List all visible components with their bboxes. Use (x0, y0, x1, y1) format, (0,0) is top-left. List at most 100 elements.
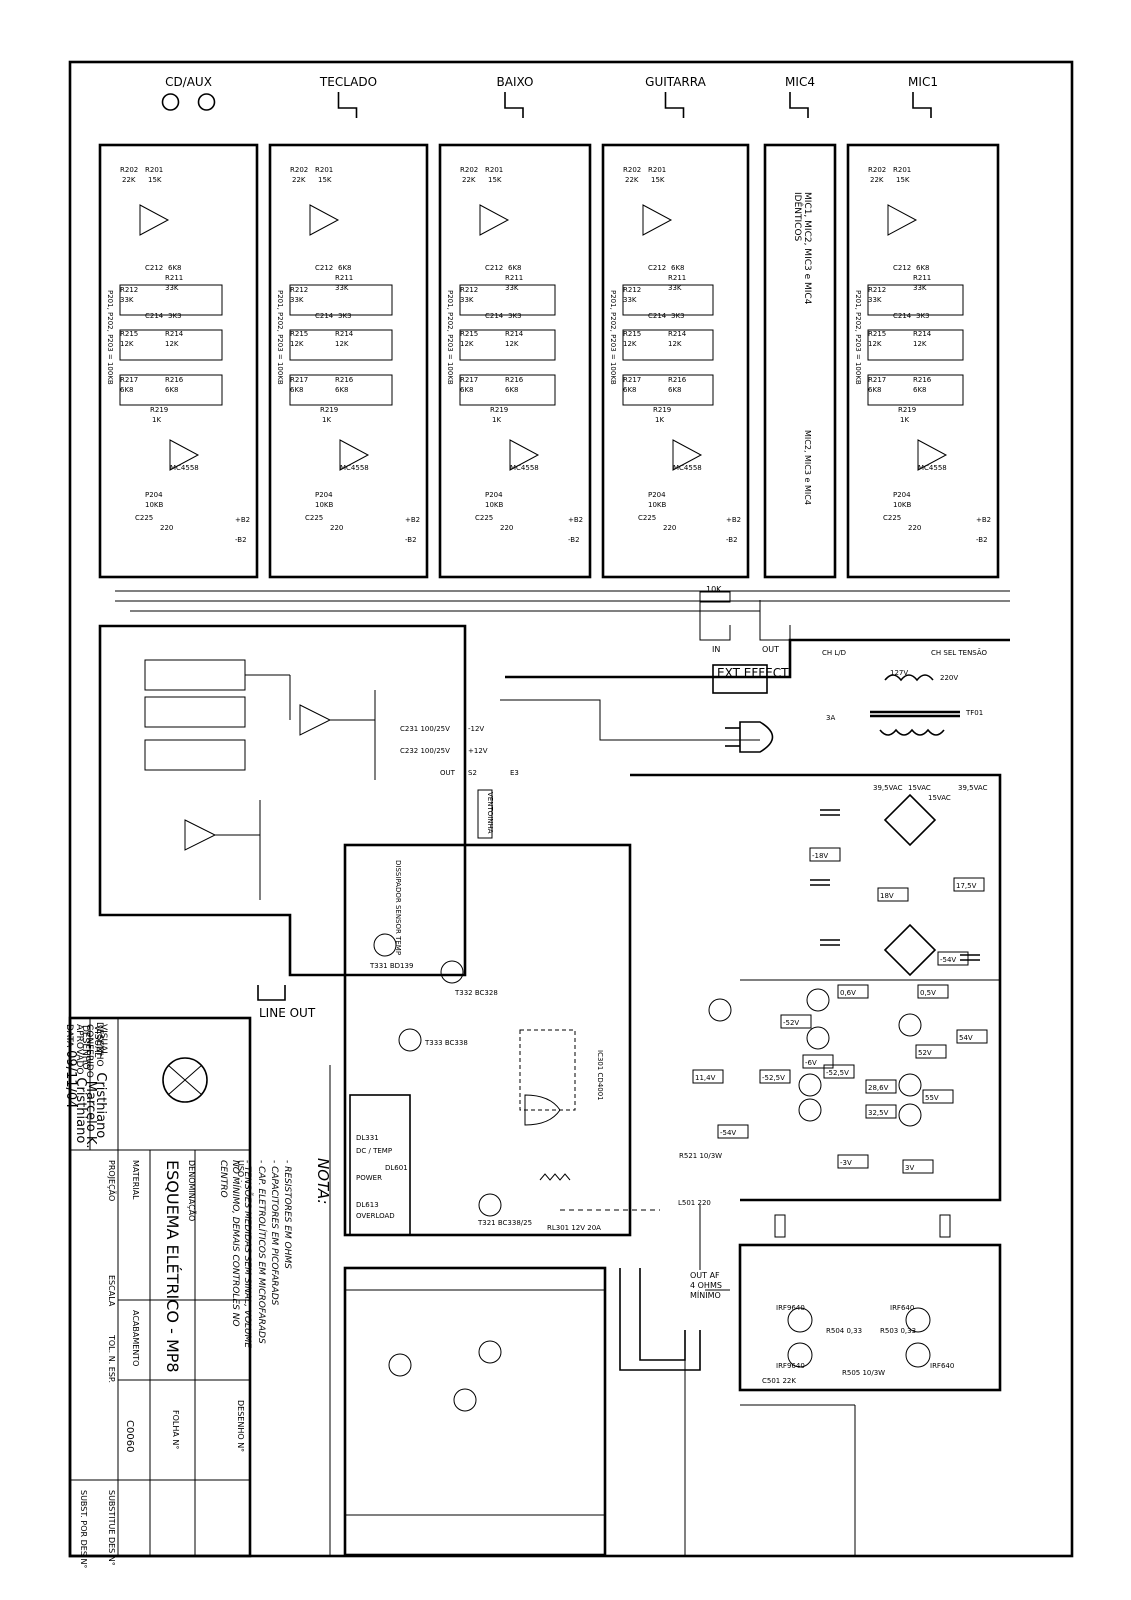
component-label: P204 (648, 491, 666, 499)
component-label: 1K (152, 416, 161, 424)
component-label: 10KB (145, 501, 163, 509)
t333-label: T333 BC338 (424, 1039, 468, 1047)
vac3-label: 15VAC (928, 794, 951, 802)
jack-connector (664, 92, 685, 118)
voltage-marker: -54V (940, 956, 956, 964)
component-label: 1K (900, 416, 909, 424)
tone-stack-section (867, 374, 964, 406)
pots-note: P201, P202, P203 = 100KB (446, 290, 454, 385)
voltage-marker-box (802, 1054, 834, 1069)
component-label: 15K (318, 176, 332, 184)
component-label: R202 (120, 166, 138, 174)
component-label: 33K (913, 284, 927, 292)
dl613-label: DL613 (356, 1201, 379, 1209)
voltage-marker-box (837, 984, 869, 999)
component-label: R214 (335, 330, 354, 338)
component-label: 12K (335, 340, 349, 348)
opamp-symbol (139, 204, 170, 236)
component-label: R216 (913, 376, 932, 384)
component-label: 6K8 (460, 386, 474, 394)
component-label: 220 (908, 524, 921, 532)
component-label: C225 (638, 514, 656, 522)
overload-label: OVERLOAD (356, 1212, 395, 1220)
rca-jack (197, 93, 216, 111)
component-label: 15K (896, 176, 910, 184)
component-label: +B2 (976, 516, 991, 524)
component-label: +B2 (726, 516, 741, 524)
component-label: P204 (893, 491, 911, 499)
component-label: -B2 (235, 536, 247, 544)
tone-stack-section (622, 374, 714, 406)
component-label: R214 (165, 330, 184, 338)
component-label: R214 (913, 330, 932, 338)
component-label: 1K (492, 416, 501, 424)
channel-input-label: TECLADO (319, 75, 377, 89)
component-label: R201 (145, 166, 163, 174)
minimo-label: MÍNIMO (690, 1289, 721, 1300)
channel-box (846, 143, 1000, 579)
component-label: C212 (485, 264, 503, 272)
tone-stack-section (459, 374, 556, 406)
ch-sel-label: CH SEL TENSÃO (931, 648, 988, 657)
voltage-marker: -6V (805, 1059, 817, 1067)
component-label: P204 (315, 491, 333, 499)
component-label: MC4558 (510, 464, 539, 472)
pots-note: P201, P202, P203 = 100KB (609, 290, 617, 385)
component-label: R215 (623, 330, 641, 338)
voltage-marker: 18V (880, 892, 894, 900)
component-label: 33K (868, 296, 882, 304)
component-label: R217 (868, 376, 886, 384)
voltage-marker: -18V (812, 852, 828, 860)
component-label: R211 (335, 274, 353, 282)
t331-label: T331 BD139 (369, 962, 413, 970)
component-label: 12K (460, 340, 474, 348)
component-label: R215 (460, 330, 478, 338)
jack-connector (789, 92, 809, 118)
tone-stack-section (459, 329, 556, 361)
component-label: C225 (475, 514, 493, 522)
tone-stack-section (622, 329, 714, 361)
component-label: R211 (913, 274, 931, 282)
component-label: +B2 (568, 516, 583, 524)
component-label: R202 (290, 166, 308, 174)
voltage-marker: 11,4V (695, 1074, 716, 1082)
voltage-marker-box (717, 1124, 749, 1139)
component-label: R215 (120, 330, 138, 338)
t332-label: T332 BC328 (454, 989, 498, 997)
voltage-marker: 54V (959, 1034, 973, 1042)
title-block (68, 1016, 252, 1558)
opamp-symbol (509, 439, 540, 471)
component-label: R219 (490, 406, 508, 414)
opamp-symbol (887, 204, 918, 236)
voltage-marker: -54V (720, 1129, 736, 1137)
component-label: 6K8 (671, 264, 685, 272)
component-label: 12K (120, 340, 134, 348)
r521-label: R521 10/3W (679, 1152, 722, 1160)
component-label: 6K8 (290, 386, 304, 394)
dl331-label: DL331 (356, 1134, 379, 1142)
component-label: 15K (148, 176, 162, 184)
t502-label: IRF9640 (776, 1304, 805, 1312)
component-label: R214 (668, 330, 687, 338)
component-label: R216 (505, 376, 524, 384)
component-label: 22K (122, 176, 136, 184)
component-label: C214 (145, 312, 164, 320)
component-label: R212 (120, 286, 138, 294)
component-label: 3K3 (916, 312, 930, 320)
component-label: R215 (290, 330, 308, 338)
bus-lines (115, 590, 1010, 612)
component-label: R212 (460, 286, 478, 294)
component-label: 6K8 (335, 386, 349, 394)
channel-input-label: BAIXO (497, 75, 534, 89)
voltage-marker: 3V (905, 1164, 914, 1172)
voltage-marker-box (917, 984, 949, 999)
opamp-symbol (917, 439, 948, 471)
jack-connector (912, 92, 932, 118)
rca-jack (161, 93, 180, 111)
component-label: 10KB (315, 501, 333, 509)
component-label: 10KB (893, 501, 911, 509)
component-label: C212 (315, 264, 333, 272)
fuse-label: 3A (826, 714, 835, 722)
component-label: 3K3 (671, 312, 685, 320)
dc-temp-label: DC / TEMP (356, 1147, 392, 1155)
